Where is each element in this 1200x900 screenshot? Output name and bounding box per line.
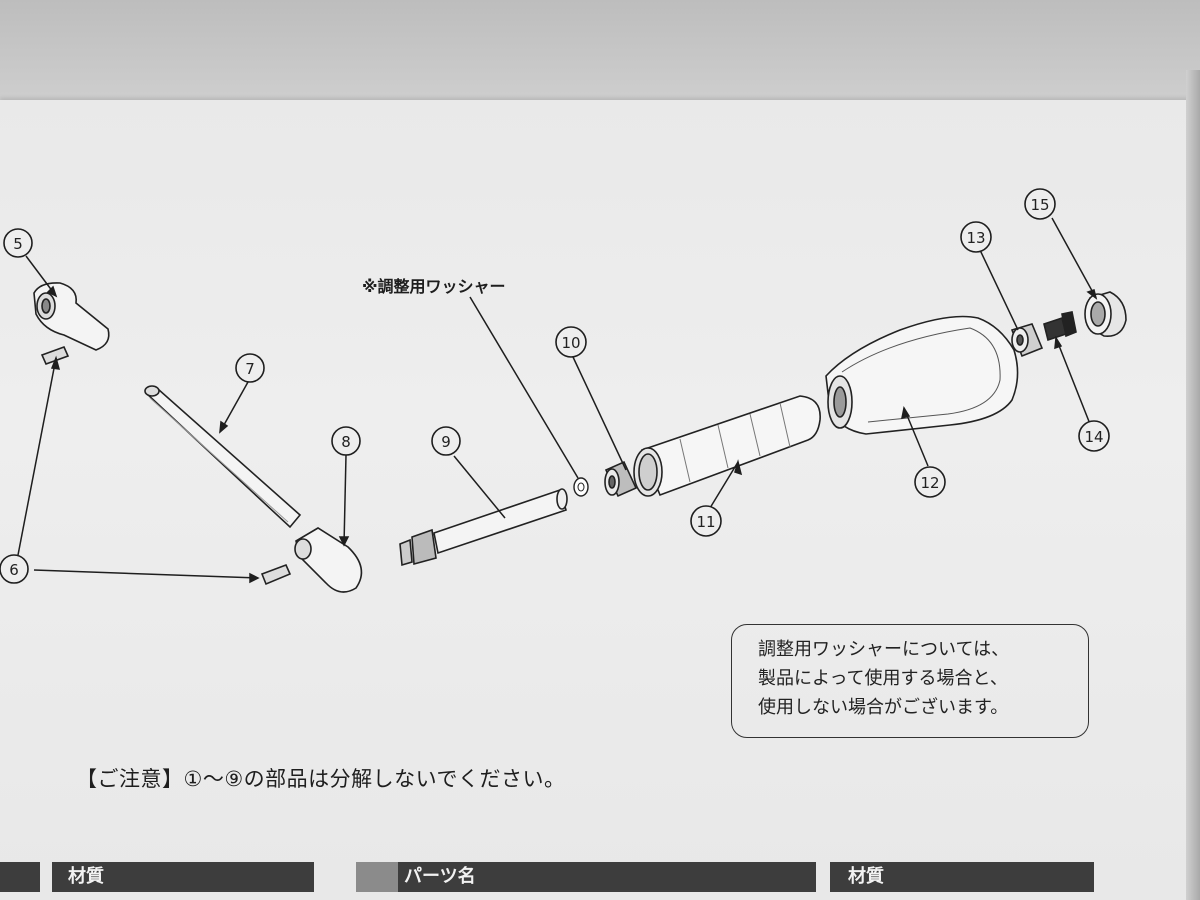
part-7-tube: [144, 385, 302, 529]
part-15-cap: [1084, 291, 1127, 337]
part-6-pin-bottom: [260, 563, 292, 586]
callout-12: 12: [920, 474, 939, 492]
part-5-cap: [33, 282, 110, 351]
callout-7: 7: [245, 360, 255, 378]
table-header-cell-left-edge: [0, 862, 40, 892]
callout-14: 14: [1084, 428, 1103, 446]
callout-15: 15: [1030, 196, 1049, 214]
part-14-screw: [1043, 311, 1077, 342]
background-surface: [0, 0, 1200, 112]
callout-5: 5: [13, 235, 23, 253]
note-line-3: 使用しない場合がございます。: [758, 697, 1009, 718]
callout-6: 6: [9, 561, 19, 579]
adjustment-washer: [573, 477, 589, 497]
note-line-1: 調整用ワッシャーについては、: [758, 639, 1010, 660]
manual-page: [0, 100, 1200, 900]
table-header-swatch: [356, 862, 398, 892]
table-header-parts-name: パーツ名: [398, 862, 816, 892]
note-box: 調整用ワッシャーについては、 製品によって使用する場合と、 使用しない場合がござ…: [731, 624, 1089, 738]
caution-text: 【ご注意】①～⑨の部品は分解しないでください。: [76, 767, 566, 791]
callout-10: 10: [561, 334, 580, 352]
part-12-knob: [825, 315, 1019, 435]
table-header-material-left: 材質: [52, 862, 314, 892]
washer-label: ※調整用ワッシャー: [362, 277, 506, 296]
callout-8: 8: [341, 433, 351, 451]
table-header-material-right: 材質: [830, 862, 1094, 892]
callout-9: 9: [441, 433, 451, 451]
part-9-shaft: [399, 488, 568, 567]
part-8-elbow: [294, 527, 363, 593]
part-11-sleeve: [633, 395, 821, 497]
part-10-collar: [604, 460, 638, 498]
note-line-2: 製品によって使用する場合と、: [758, 668, 1008, 689]
callout-13: 13: [966, 229, 985, 247]
page-edge: [1186, 70, 1200, 900]
callout-11: 11: [696, 513, 715, 531]
part-6-pin-top: [40, 345, 70, 366]
part-13-nut: [1010, 323, 1044, 358]
